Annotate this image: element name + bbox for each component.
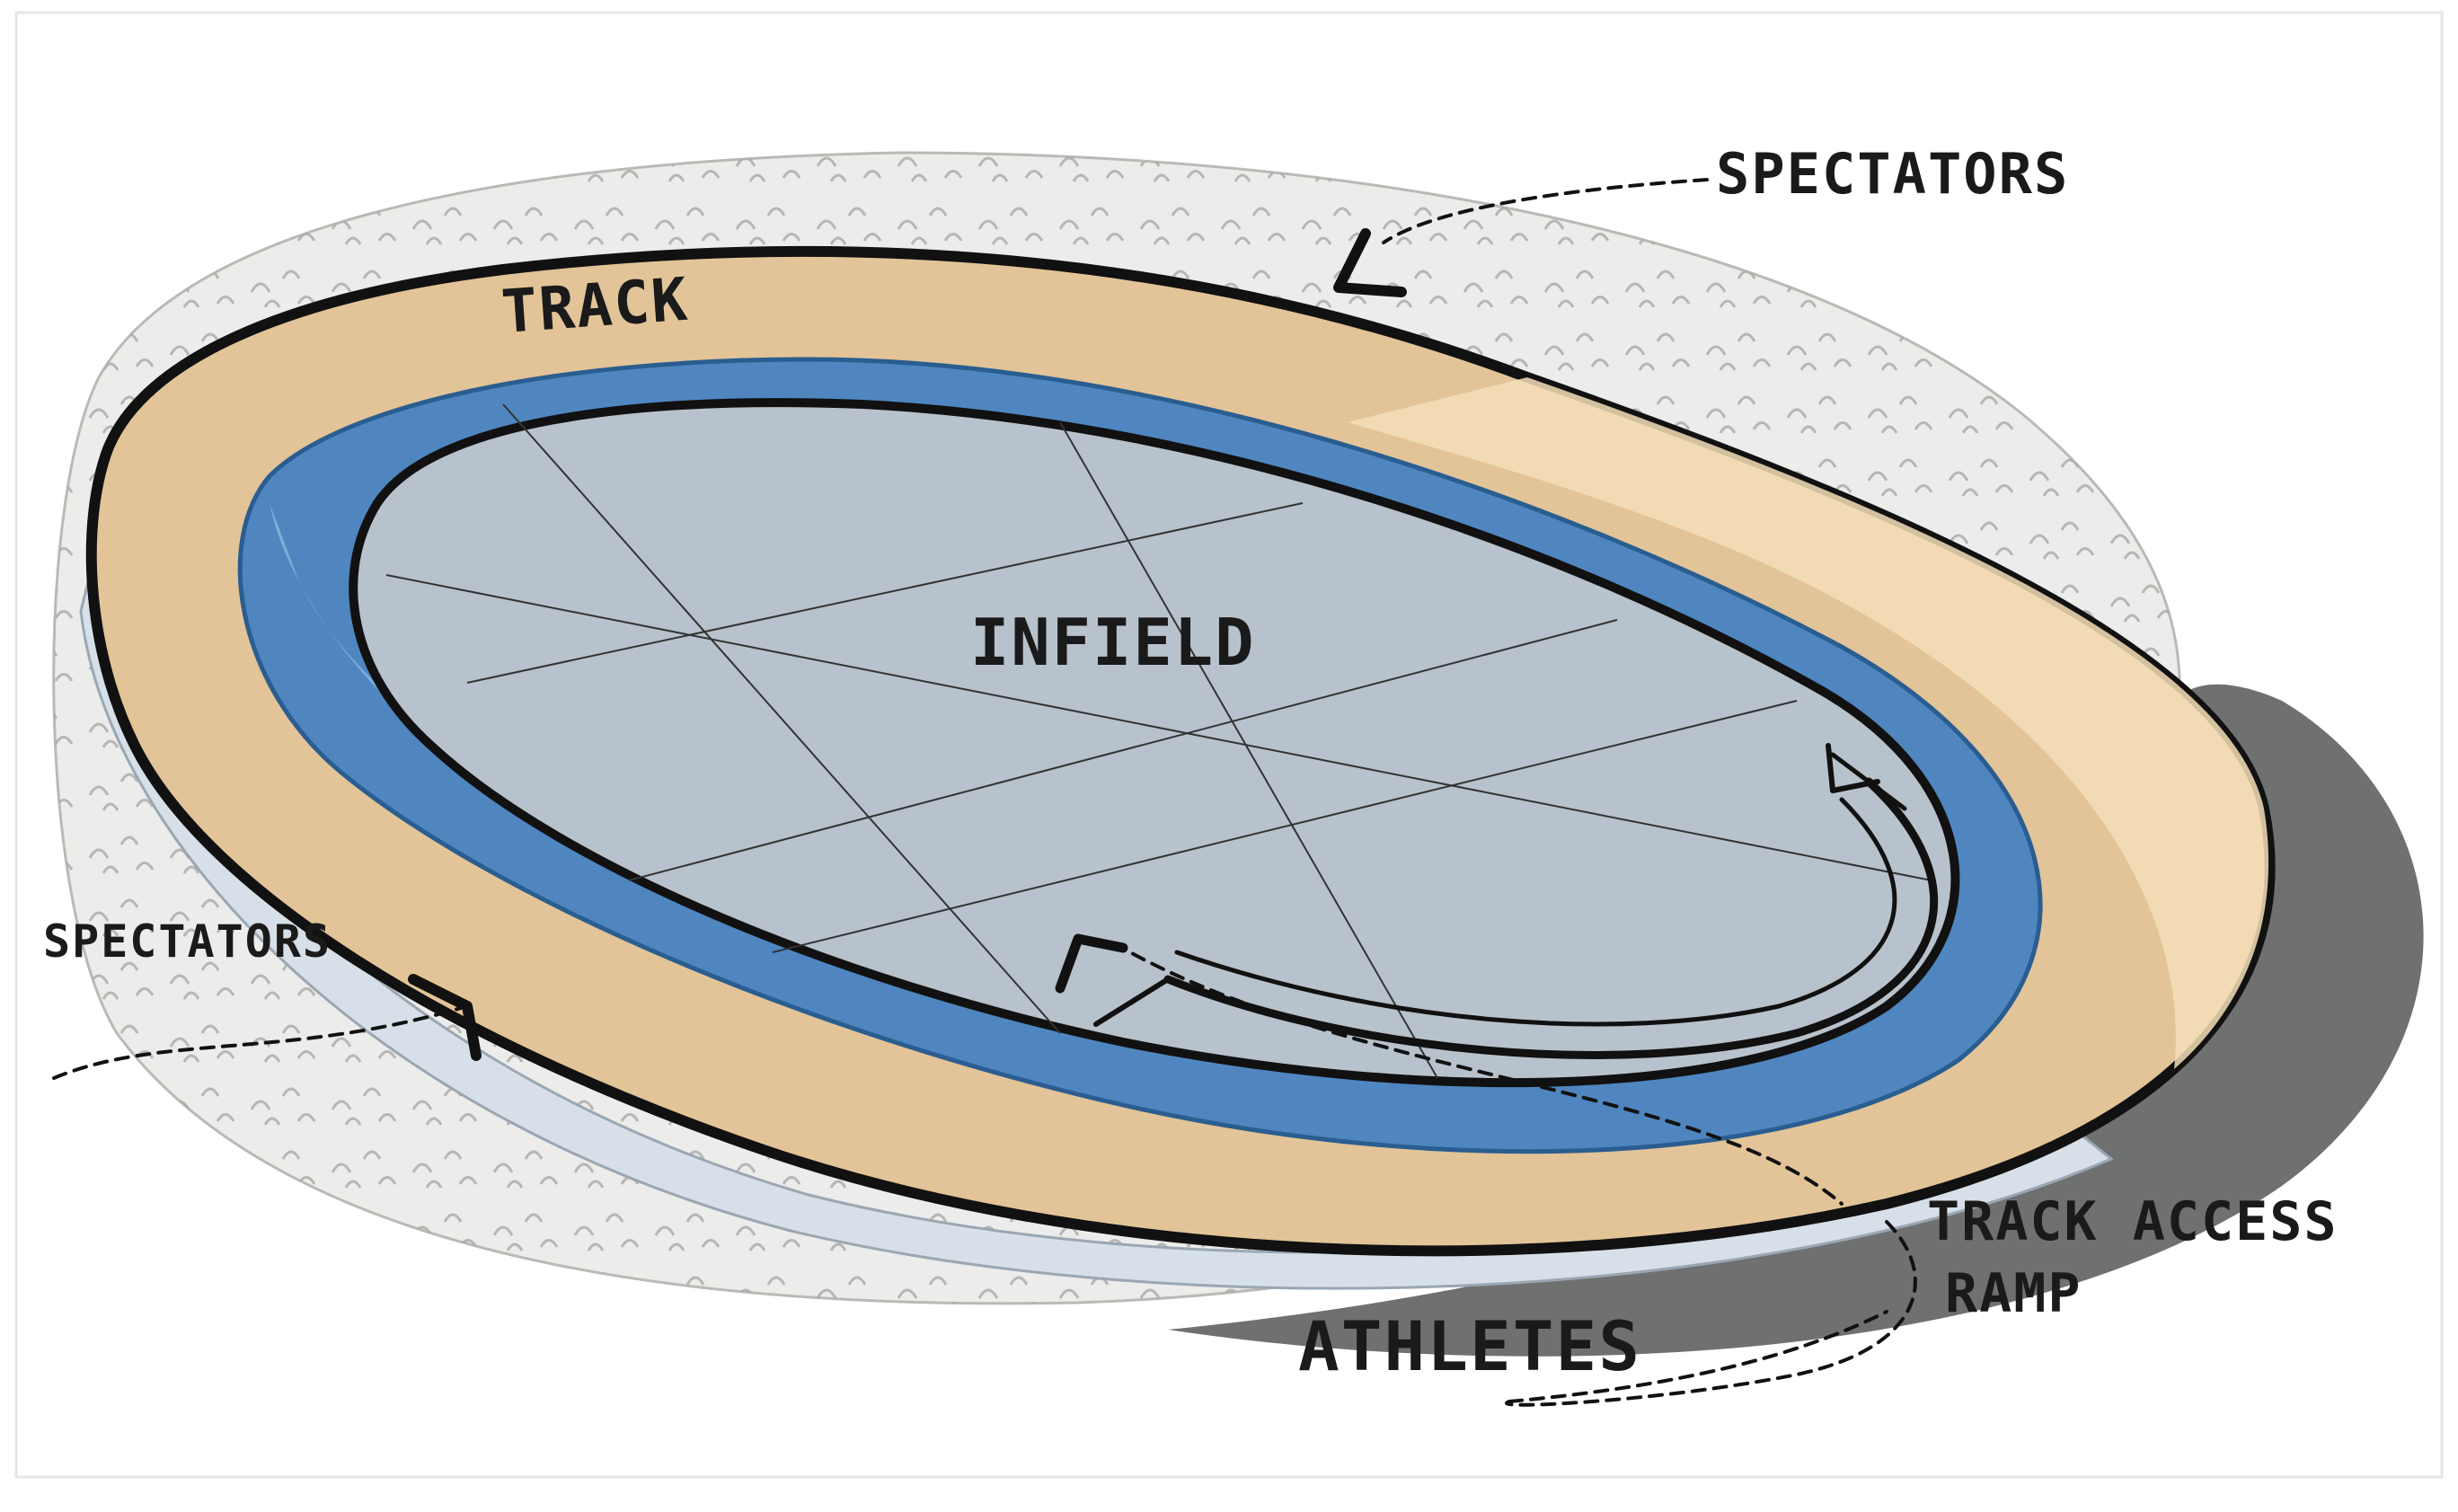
ramp-up-arrow [1055,933,1128,994]
leader-lines [52,178,1917,1407]
athletes-bottom-leader [1508,1310,1888,1403]
label-spectators-left: SPECTATORS [43,915,332,968]
label-infield: INFIELD [970,605,1255,680]
ground-shadow [1168,684,2424,1357]
page-frame [14,11,2444,1479]
spectators-top-leader [1382,178,1709,244]
infield-grid [385,403,1932,1079]
track-surface-highlight [1348,377,2269,1069]
ramp-down-arrow [1826,743,1880,793]
label-track-access-ramp-line2: RAMP [1945,1262,2082,1325]
track-access-ramp [1093,752,1939,1059]
athletes-leader [1505,1220,1917,1407]
label-athletes: ATHLETES [1298,1306,1641,1386]
label-track-access-ramp-line1: TRACK ACCESS [1927,1190,2338,1253]
label-spectators-top: SPECTATORS [1716,141,2069,207]
spectators-top-arrow [1333,228,1407,297]
spectators-left-leader [52,1004,469,1080]
label-track: TRACK [500,265,692,347]
lower-apron [79,574,2114,1290]
ramp-leader [1112,942,1844,1206]
